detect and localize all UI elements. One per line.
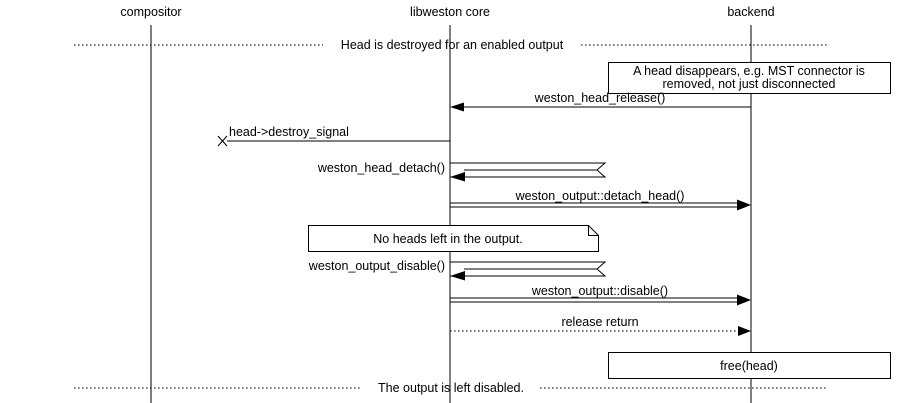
message-weston-head-detach[interactable]: weston_head_detach() [317,161,607,182]
message-weston-output-disable-self-label: weston_output_disable() [308,259,445,273]
message-release-return-arrowhead [738,326,751,336]
note-no-heads-left-text: No heads left in the output. [373,232,522,246]
message-weston-head-detach-arrowhead [450,172,465,182]
message-weston-output-disable-backend-label: weston_output::disable() [531,284,668,298]
message-weston-output-detach-head-label: weston_output::detach_head() [515,189,685,203]
message-weston-head-release-arrowhead [450,102,464,112]
lost-message-x-icon [217,135,228,147]
message-weston-head-detach-wedge-lower [450,169,607,178]
message-weston-output-disable-backend-arrowhead [737,294,751,306]
message-head-destroy-signal[interactable]: head->destroy_signal [217,125,450,147]
lifeline-compositor[interactable]: compositor [120,5,182,403]
note-no-heads-left-box [308,225,599,252]
note-free-head-box [608,352,891,379]
divider-top: Head is destroyed for an enabled output [74,38,828,52]
lifeline-label-backend: backend [727,5,774,19]
message-weston-head-detach-wedge [450,162,607,171]
message-weston-head-release-label: weston_head_release() [534,91,666,105]
message-weston-head-detach-label: weston_head_detach() [317,161,445,175]
lifeline-libweston-core[interactable]: libweston core [410,5,490,403]
message-release-return[interactable]: release return [450,315,751,336]
message-head-destroy-signal-label: head->destroy_signal [229,125,349,139]
note-free-head-text: free(head) [720,359,778,373]
message-weston-output-disable-self-wedge [450,261,607,270]
message-weston-output-disable-self-arrowhead [450,271,465,281]
note-no-heads-left-fold-icon [588,225,599,236]
message-weston-head-release[interactable]: weston_head_release() [450,91,751,112]
note-no-heads-left: No heads left in the output. [308,225,599,252]
divider-bottom: The output is left disabled. [74,381,828,395]
message-weston-output-detach-head[interactable]: weston_output::detach_head() [450,189,751,211]
note-mst-connector-line-1: A head disappears, e.g. MST connector is [633,64,865,78]
message-weston-output-detach-head-arrowhead [737,199,751,211]
message-weston-output-disable-self[interactable]: weston_output_disable() [308,259,607,281]
note-mst-connector-line-2: removed, not just disconnected [662,77,835,91]
note-mst-connector-box [608,62,891,94]
lifeline-label-compositor: compositor [120,5,181,19]
divider-bottom-label: The output is left disabled. [378,381,524,395]
message-weston-output-disable-backend[interactable]: weston_output::disable() [450,284,751,306]
message-weston-output-disable-self-wedge-lower [450,268,607,277]
note-free-head: free(head) [608,352,891,379]
message-release-return-label: release return [561,315,638,329]
note-mst-connector: A head disappears, e.g. MST connector is… [608,62,891,94]
divider-top-label: Head is destroyed for an enabled output [341,38,564,52]
lifeline-label-libweston-core: libweston core [410,5,490,19]
